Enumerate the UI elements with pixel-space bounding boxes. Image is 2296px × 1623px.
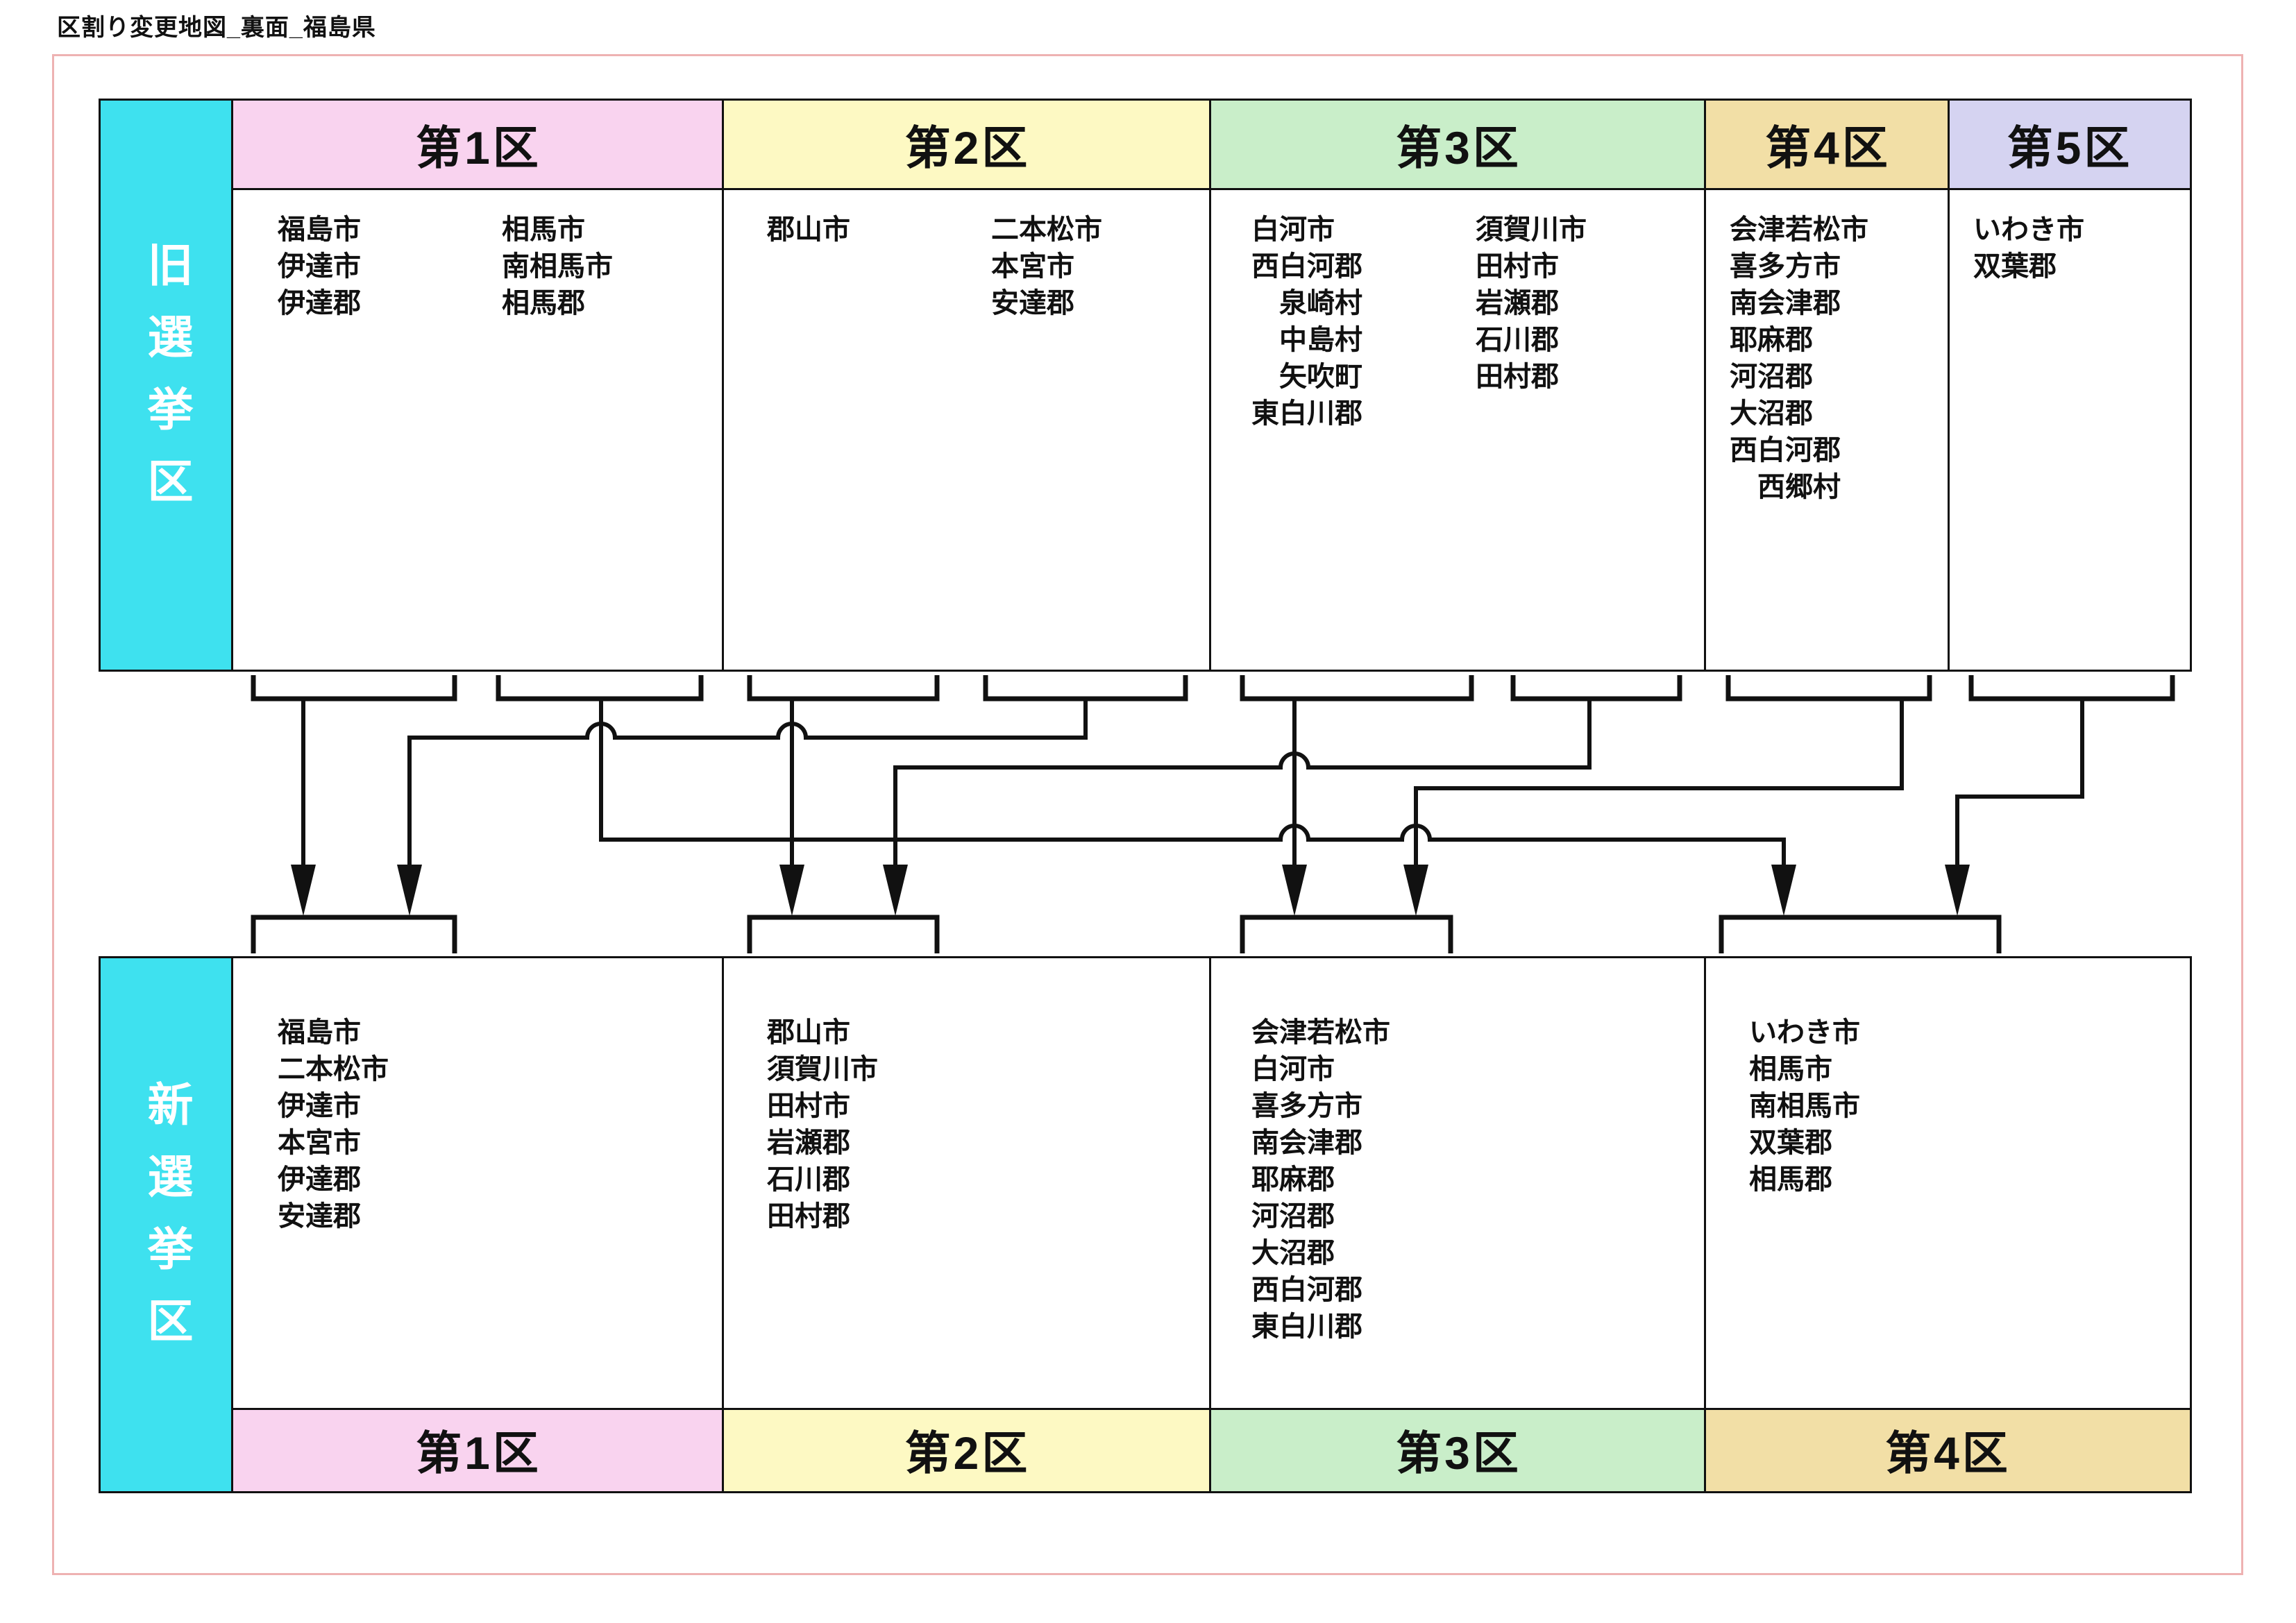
municipality-item: 南会津郡: [1251, 1128, 1362, 1158]
municipality-item: 福島市: [278, 214, 361, 245]
old-district2-list-a: 郡山市: [767, 212, 850, 248]
old-table-sidebar-label: 旧選挙区: [141, 241, 193, 529]
municipality-item: 相馬郡: [1749, 1164, 1832, 1195]
old-district2-list-b: 二本松市本宮市安達郡: [991, 212, 1102, 322]
municipality-item: 石川郡: [1476, 325, 1559, 355]
new-districts-table: 新選挙区 第1区 第2区 第3区 第4区: [99, 956, 2192, 1493]
municipality-item: 南相馬市: [1749, 1091, 1860, 1121]
old-district3-list-a: 白河市西白河郡 泉崎村 中島村 矢吹町東白川郡: [1251, 212, 1362, 432]
municipality-item: 伊達郡: [278, 1164, 361, 1195]
grid-line: [1948, 101, 1950, 670]
old-header-district5: 第5区: [1950, 101, 2190, 188]
municipality-item: 耶麻郡: [1251, 1164, 1335, 1195]
old-districts-table: 旧選挙区 第1区 第2区 第3区 第4区 第5区: [99, 99, 2192, 672]
grid-line: [1704, 958, 1706, 1491]
grid-line: [722, 958, 724, 1491]
old-district4-list: 会津若松市喜多方市南会津郡耶麻郡河沼郡大沼郡西白河郡 西郷村: [1730, 212, 1868, 506]
municipality-item: 会津若松市: [1251, 1017, 1390, 1048]
municipality-item: 喜多方市: [1730, 251, 1841, 282]
new-table-sidebar: 新選挙区: [101, 958, 233, 1491]
old-header-district4: 第4区: [1706, 101, 1950, 188]
old-table-sidebar: 旧選挙区: [101, 101, 233, 670]
new-header-district3: 第3区: [1211, 1408, 1706, 1491]
old-district3-list-b: 須賀川市田村市岩瀬郡石川郡田村郡: [1476, 212, 1587, 396]
grid-line: [231, 958, 233, 1491]
municipality-item: 喜多方市: [1251, 1091, 1362, 1121]
municipality-item: 須賀川市: [767, 1054, 878, 1085]
document-title: 区割り変更地図_裏面_福島県: [57, 15, 376, 41]
old-header-district1: 第1区: [233, 101, 724, 188]
municipality-item: 大沼郡: [1251, 1238, 1335, 1268]
municipality-item: 東白川郡: [1251, 398, 1362, 429]
municipality-item: 田村市: [1476, 251, 1559, 282]
municipality-item: 相馬市: [502, 214, 585, 245]
municipality-item: 白河市: [1251, 214, 1335, 245]
municipality-item: 二本松市: [991, 214, 1102, 245]
old-header-district2: 第2区: [724, 101, 1211, 188]
old-district1-list-b: 相馬市南相馬市相馬郡: [502, 212, 613, 322]
municipality-item: 郡山市: [767, 214, 850, 245]
municipality-item: 西白河郡: [1730, 435, 1841, 466]
municipality-item: 本宮市: [278, 1128, 361, 1158]
municipality-item: 中島村: [1251, 325, 1362, 355]
municipality-item: 福島市: [278, 1017, 361, 1048]
municipality-item: 田村市: [767, 1091, 850, 1121]
municipality-item: 伊達市: [278, 1091, 361, 1121]
municipality-item: 田村郡: [767, 1201, 850, 1232]
page-border: [52, 54, 2243, 1575]
municipality-item: 西白河郡: [1251, 1275, 1362, 1305]
grid-line: [231, 1408, 2190, 1410]
municipality-item: 泉崎村: [1251, 288, 1362, 318]
municipality-item: 河沼郡: [1730, 362, 1813, 392]
municipality-item: いわき市: [1973, 214, 2084, 245]
municipality-item: 南会津郡: [1730, 288, 1841, 318]
grid-line: [722, 101, 724, 670]
municipality-item: 西白河郡: [1251, 251, 1362, 282]
municipality-item: 東白川郡: [1251, 1311, 1362, 1342]
new-header-district1: 第1区: [233, 1408, 724, 1491]
municipality-item: 岩瀬郡: [1476, 288, 1559, 318]
municipality-item: 須賀川市: [1476, 214, 1587, 245]
new-header-district4: 第4区: [1706, 1408, 2190, 1491]
municipality-item: 会津若松市: [1730, 214, 1868, 245]
municipality-item: 田村郡: [1476, 362, 1559, 392]
new-district2-list: 郡山市須賀川市田村市岩瀬郡石川郡田村郡: [767, 1014, 878, 1235]
new-district1-list: 福島市二本松市伊達市本宮市伊達郡安達郡: [278, 1014, 389, 1235]
municipality-item: 本宮市: [991, 251, 1074, 282]
municipality-item: 西郷村: [1730, 472, 1841, 502]
municipality-item: 耶麻郡: [1730, 325, 1813, 355]
grid-line: [1704, 101, 1706, 670]
municipality-item: 石川郡: [767, 1164, 850, 1195]
municipality-item: いわき市: [1749, 1017, 1860, 1048]
municipality-item: 矢吹町: [1251, 362, 1362, 392]
new-table-sidebar-label: 新選挙区: [141, 1080, 193, 1369]
old-district5-list: いわき市双葉郡: [1973, 212, 2084, 285]
municipality-item: 伊達市: [278, 251, 361, 282]
municipality-item: 大沼郡: [1730, 398, 1813, 429]
municipality-item: 伊達郡: [278, 288, 361, 318]
municipality-item: 郡山市: [767, 1017, 850, 1048]
municipality-item: 南相馬市: [502, 251, 613, 282]
municipality-item: 安達郡: [991, 288, 1074, 318]
municipality-item: 安達郡: [278, 1201, 361, 1232]
municipality-item: 双葉郡: [1973, 251, 2057, 282]
municipality-item: 白河市: [1251, 1054, 1335, 1085]
new-district3-list: 会津若松市白河市喜多方市南会津郡耶麻郡河沼郡大沼郡西白河郡東白川郡: [1251, 1014, 1390, 1345]
municipality-item: 河沼郡: [1251, 1201, 1335, 1232]
new-header-district2: 第2区: [724, 1408, 1211, 1491]
new-district4-list: いわき市相馬市南相馬市双葉郡相馬郡: [1749, 1014, 1860, 1198]
municipality-item: 二本松市: [278, 1054, 389, 1085]
municipality-item: 相馬郡: [502, 288, 585, 318]
old-district1-list-a: 福島市伊達市伊達郡: [278, 212, 361, 322]
grid-line: [1209, 958, 1211, 1491]
municipality-item: 双葉郡: [1749, 1128, 1832, 1158]
old-header-district3: 第3区: [1211, 101, 1706, 188]
grid-line: [1209, 101, 1211, 670]
municipality-item: 相馬市: [1749, 1054, 1832, 1085]
municipality-item: 岩瀬郡: [767, 1128, 850, 1158]
grid-line: [231, 188, 2190, 190]
grid-line: [231, 101, 233, 670]
